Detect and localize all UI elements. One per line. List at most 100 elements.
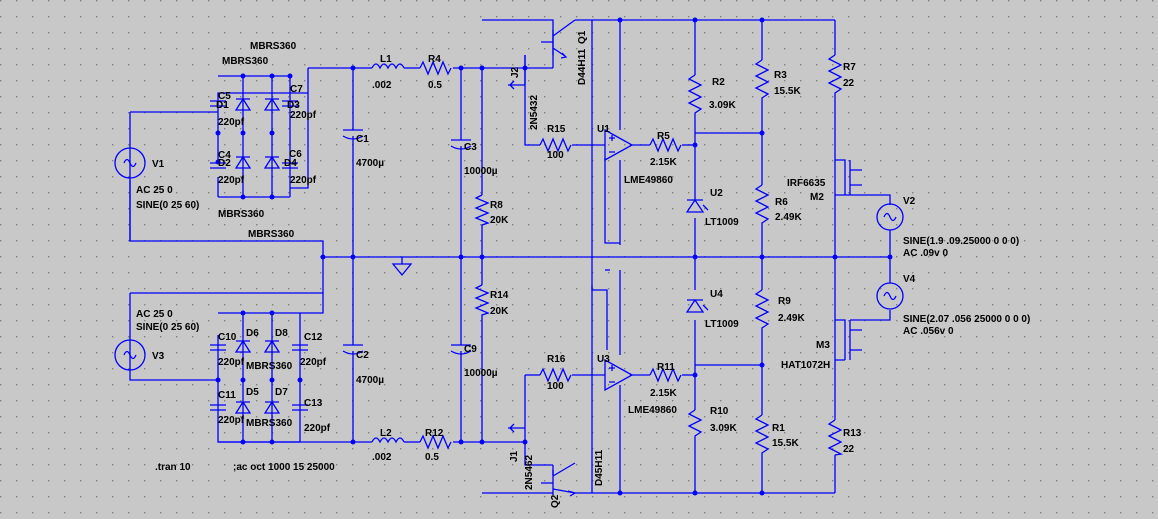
resistor-r13[interactable] xyxy=(827,419,844,456)
resistor-r8[interactable] xyxy=(474,194,490,230)
label-u1-value: LME49860 xyxy=(624,175,673,186)
inductor-l2[interactable] xyxy=(371,437,405,444)
opamp-u1[interactable] xyxy=(604,128,634,162)
resistor-r10[interactable] xyxy=(687,409,703,440)
capacitor-c2[interactable] xyxy=(342,344,364,372)
label-c3: C3 xyxy=(464,142,477,153)
diode-label-mid1: MBRS360 xyxy=(218,209,265,220)
label-c12-value: 220pf xyxy=(300,357,327,368)
resistor-r14[interactable] xyxy=(474,284,490,320)
label-r12: R12 xyxy=(425,428,444,439)
capacitor-c11[interactable] xyxy=(210,404,226,411)
label-r1: R1 xyxy=(772,423,785,434)
label-c6-value: 220pf xyxy=(290,175,317,186)
resistor-r12[interactable] xyxy=(419,434,452,450)
capacitor-c13[interactable] xyxy=(292,404,308,411)
label-r2-value: 3.09K xyxy=(709,100,736,111)
resistor-r16[interactable] xyxy=(539,367,572,383)
label-c10: C10 xyxy=(218,332,237,343)
resistor-r3[interactable] xyxy=(754,59,770,100)
capacitor-c6[interactable] xyxy=(282,162,298,169)
label-m2: M2 xyxy=(810,192,824,203)
label-r4: R4 xyxy=(428,54,441,65)
diode-d6[interactable] xyxy=(234,339,252,353)
v4-source[interactable] xyxy=(876,282,904,310)
jfet-j1[interactable] xyxy=(508,420,526,442)
label-u4-value: LT1009 xyxy=(705,319,739,330)
resistor-r7[interactable] xyxy=(827,54,843,95)
label-u4: U4 xyxy=(710,289,723,300)
capacitor-c5[interactable] xyxy=(210,100,226,107)
diode-d4[interactable] xyxy=(263,155,281,169)
mosfet-m2[interactable] xyxy=(835,159,862,196)
label-d6: D6 xyxy=(246,328,259,339)
label-r10: R10 xyxy=(710,406,729,417)
label-r6: R6 xyxy=(775,197,788,208)
label-m2-value: IRF6635 xyxy=(787,178,826,189)
label-r8-value: 20K xyxy=(490,215,509,226)
diode-d1[interactable] xyxy=(234,97,252,111)
resistor-r9[interactable] xyxy=(754,289,770,335)
label-v1-ac: AC 25 0 xyxy=(136,185,173,196)
resistor-r4[interactable] xyxy=(419,60,452,76)
capacitor-c10[interactable] xyxy=(210,344,226,351)
label-v2-sine: SINE(1.9 .09.25000 0 0 0) xyxy=(903,236,1019,247)
label-r14-value: 20K xyxy=(490,306,509,317)
capacitor-c7[interactable] xyxy=(282,100,298,107)
inductor-l1[interactable] xyxy=(371,63,405,70)
resistor-r11[interactable] xyxy=(649,367,682,383)
label-v1-sine: SINE(0 25 60) xyxy=(136,200,199,211)
jfet-j2[interactable] xyxy=(508,55,526,90)
label-q1: Q1 xyxy=(577,30,588,44)
label-c7: C7 xyxy=(290,84,303,95)
diode-d3[interactable] xyxy=(263,97,281,111)
reference-u2[interactable] xyxy=(685,198,709,213)
label-u3-value: LME49860 xyxy=(628,405,677,416)
bjt-q2[interactable] xyxy=(541,462,577,497)
label-u3: U3 xyxy=(597,354,610,365)
reference-u4[interactable] xyxy=(685,298,709,313)
label-l2: L2 xyxy=(380,428,392,439)
label-c4-value: 220pf xyxy=(218,175,245,186)
diode-d2[interactable] xyxy=(234,155,252,169)
capacitor-c12[interactable] xyxy=(292,344,308,351)
capacitor-c9[interactable] xyxy=(450,344,472,372)
resistor-r15[interactable] xyxy=(539,137,572,153)
diode-d8[interactable] xyxy=(263,339,281,353)
label-d4: D4 xyxy=(284,158,297,169)
capacitor-c4[interactable] xyxy=(210,162,226,169)
label-r7: R7 xyxy=(843,62,856,73)
label-v2-ac: AC .09v 0 xyxy=(903,248,948,259)
label-r3-value: 15.5K xyxy=(774,86,801,97)
diode-d5[interactable] xyxy=(234,400,252,414)
capacitor-c3[interactable] xyxy=(450,139,472,163)
directive-tran: .tran 10 xyxy=(155,462,191,473)
label-r13: R13 xyxy=(843,428,862,439)
v3-source[interactable] xyxy=(114,339,146,371)
opamp-u3[interactable] xyxy=(604,358,634,392)
resistor-r5[interactable] xyxy=(649,137,682,153)
label-c2-value: 4700µ xyxy=(356,375,384,386)
v2-source[interactable] xyxy=(876,203,904,231)
resistor-r6[interactable] xyxy=(754,184,770,225)
resistor-r1[interactable] xyxy=(754,414,770,455)
label-c3-value: 10000µ xyxy=(464,166,498,177)
label-m3-value: HAT1072H xyxy=(781,360,830,371)
label-c4: C4 xyxy=(218,150,231,161)
wires xyxy=(129,19,891,494)
label-u2-value: LT1009 xyxy=(705,217,739,228)
mosfet-m3[interactable] xyxy=(835,319,862,361)
v1-source[interactable] xyxy=(114,147,146,179)
diode-d7[interactable] xyxy=(263,400,281,414)
label-c13: C13 xyxy=(304,398,323,409)
label-r8: R8 xyxy=(490,200,503,211)
label-d3: D3 xyxy=(287,100,300,111)
resistor-r2[interactable] xyxy=(687,74,703,115)
label-l1-value: .002 xyxy=(372,80,392,91)
label-r9-value: 2.49K xyxy=(778,313,805,324)
bjt-q1[interactable] xyxy=(541,19,576,59)
capacitor-c1[interactable] xyxy=(342,129,364,158)
label-c10-value: 220pf xyxy=(218,357,245,368)
